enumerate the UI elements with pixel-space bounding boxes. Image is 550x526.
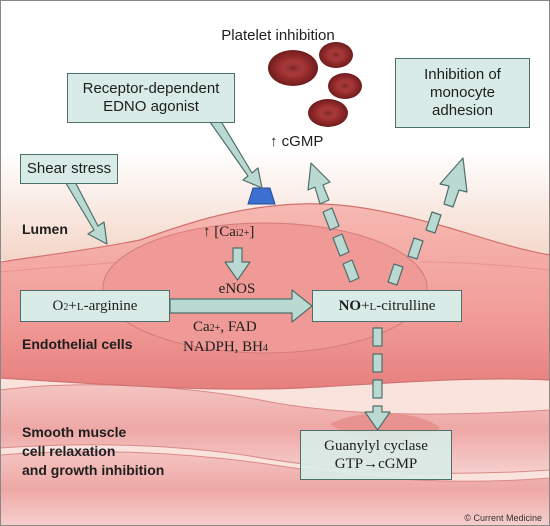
plus-2: + [361,298,370,314]
smooth-muscle-line2: cell relaxation [22,443,116,459]
receptor-icon [247,187,276,205]
gtp-cgmp-text: cGMP [378,456,418,472]
platelet-icon [328,73,362,99]
arginine-text: -arginine [83,298,138,314]
cgmp-label: ↑ cGMP [270,133,323,151]
plus-1: + [68,298,77,314]
receptor-agonist-box: Receptor-dependent EDNO agonist [67,73,235,123]
l-prefix-2: l [369,298,377,314]
smooth-muscle-line3: and growth inhibition [22,462,165,478]
guanylyl-text: Guanylyl cyclase [324,438,428,454]
ca-fad-prefix: Ca [193,319,210,335]
calcium-up-arrow: ↑ [203,224,211,240]
monocyte-box: Inhibition of monocyte adhesion [395,58,530,128]
citrulline-box: NO + l-citrulline [312,290,462,322]
lumen-label: Lumen [22,221,68,237]
citrulline-text: -citrulline [376,298,436,314]
arrow-arginine-to-no [169,289,313,323]
monocyte-line3: adhesion [432,102,493,119]
dashed-arrow-to-guanylyl [364,327,391,431]
smooth-muscle-line1: Smooth muscle [22,424,127,440]
monocyte-line2: monocyte [429,84,496,101]
receptor-agonist-line1: Receptor-dependent [82,80,220,97]
l-prefix-1: l [76,298,84,314]
calcium-bracket-open: [Ca [214,224,236,240]
o2-text: O [52,298,64,314]
receptor-agonist-line2: EDNO agonist [103,98,199,115]
dashed-arrow-to-platelets [307,162,360,283]
guanylyl-cyclase-box: Guanylyl cyclase GTP → cGMP [300,430,452,480]
cgmp-text: cGMP [281,133,324,150]
no-text: NO [338,298,362,314]
platelet-icon [268,50,318,86]
platelet-icon [308,99,348,127]
shear-stress-box: Shear stress [20,154,118,184]
gtp-text: GTP [334,456,364,472]
ca-fad-rest: , FAD [220,319,257,335]
gtp-arrow: → [363,456,379,472]
shear-stress-label: Shear stress [26,160,112,177]
arrow-calcium-to-enos [224,247,251,281]
nadph-text: NADPH, BH [183,339,264,355]
smooth-muscle-cell-lower [0,451,550,526]
calcium-bracket-close: ] [249,224,255,240]
platelet-inhibition-label: Platelet inhibition [221,27,335,44]
dashed-arrow-to-monocyte [387,157,468,286]
arrow-shear-stress [63,175,108,245]
arrow-agonist-to-receptor [209,117,263,189]
credit-label: © Current Medicine [464,513,542,523]
enos-label: eNOS [218,281,256,297]
smooth-muscle-label: Smooth muscle cell relaxation and growth… [22,423,164,480]
monocyte-line1: Inhibition of [424,66,501,83]
platelet-icon [319,42,353,68]
endothelial-cells-label: Endothelial cells [22,336,133,352]
cgmp-up-arrow: ↑ [270,133,278,150]
